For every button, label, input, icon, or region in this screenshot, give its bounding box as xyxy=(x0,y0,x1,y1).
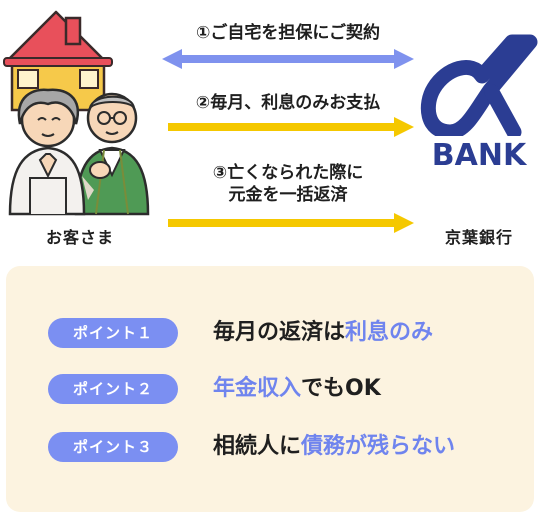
point-text-3: 相続人に債務が残らない xyxy=(213,430,455,464)
point-2-highlight: 年金収入 xyxy=(213,376,302,401)
point-1-highlight: 利息のみ xyxy=(345,320,434,345)
point-3-text-before: 相続人に xyxy=(213,434,302,459)
step-3-line-1: 亡くなられた際に xyxy=(227,163,364,183)
step-2-number: ② xyxy=(195,93,211,113)
customer-label: お客さま xyxy=(45,228,114,247)
point-badge-2: ポイント２ xyxy=(48,374,178,404)
customer-block: お客さま xyxy=(0,0,160,250)
step-1-line-1: ご自宅を担保にご契約 xyxy=(210,23,381,43)
bank-label: 京葉銀行 xyxy=(444,228,513,247)
point-badge-1: ポイント１ xyxy=(48,318,178,348)
house-and-couple-icon xyxy=(3,10,150,216)
step-1-text: ①ご自宅を担保にご契約 xyxy=(168,22,408,44)
bank-logo-text: BANK xyxy=(431,138,527,173)
step-2-text: ②毎月、利息のみお支払 xyxy=(168,92,408,114)
point-text-2: 年金収入でもOK xyxy=(213,372,381,406)
grandfather-figure xyxy=(74,92,150,216)
step-3-number: ③ xyxy=(212,163,228,183)
point-1-text-before: 毎月の返済は xyxy=(213,320,346,345)
step-3-line-2: 元金を一括返済 xyxy=(228,185,348,205)
alpha-bank-logo-icon xyxy=(420,34,538,136)
step-3-text: ③亡くなられた際に 元金を一括返済 xyxy=(168,162,408,206)
double-arrow-icon xyxy=(162,49,414,69)
points-panel: ポイント１ 毎月の返済は利息のみ ポイント２ 年金収入でもOK ポイント３ 相続… xyxy=(6,266,534,512)
point-2-text-after: でもOK xyxy=(301,376,381,401)
point-text-1: 毎月の返済は利息のみ xyxy=(213,316,433,350)
point-3-highlight: 債務が残らない xyxy=(301,434,456,459)
step-1-number: ① xyxy=(195,23,211,43)
step-2-line-1: 毎月、利息のみお支払 xyxy=(210,93,381,113)
arrow-to-bank-icon-3 xyxy=(168,213,414,233)
arrow-to-bank-icon-2 xyxy=(168,117,414,137)
bank-block: BANK 京葉銀行 xyxy=(418,30,540,250)
grandmother-figure xyxy=(8,88,86,216)
point-badge-3: ポイント３ xyxy=(48,432,178,462)
